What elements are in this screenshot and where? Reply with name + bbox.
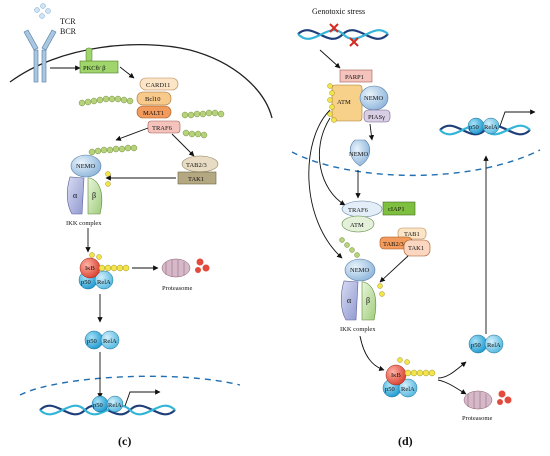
tab23-label-c: TAB2/3 [186, 162, 207, 169]
ikb-complex-d [382, 364, 418, 398]
alpha-label-d: α [347, 296, 352, 305]
p50-label-d: p50 [385, 386, 395, 393]
alpha-label-c: α [73, 191, 78, 200]
traf6-label: TRAF6 [152, 125, 173, 132]
ikb-label-d: IκB [391, 372, 401, 379]
nuclear-membrane-c [19, 375, 241, 396]
ligand-icons [34, 3, 51, 19]
proteasome-icon-c [161, 258, 210, 278]
bcl10-box [136, 91, 172, 106]
rela-label-d: RelA [401, 386, 415, 393]
nemo-label-d1: NEMO [364, 95, 383, 102]
ubiquitin-chain-c3 [182, 129, 208, 139]
atm-ellipse-d2 [341, 215, 375, 233]
p50-label-d3: p50 [469, 124, 479, 131]
ikk-complex-d [340, 258, 377, 321]
ikk-complex-label-d: IKK complex [340, 326, 376, 333]
ciap1-label: cIAP1 [388, 206, 405, 213]
pkc-label: PKCθ/ β [83, 65, 106, 72]
p50-label-d2: p50 [471, 342, 481, 349]
p50-rela-d [468, 334, 504, 354]
p50-label-c: p50 [81, 279, 91, 286]
parp1-label: PARP1 [345, 74, 364, 81]
nemo-label-d3: NEMO [350, 267, 369, 274]
rela-label-d3: RelA [484, 124, 498, 131]
ikk-complex-c [66, 154, 103, 215]
ubiquitin-chain-c5 [98, 264, 130, 272]
traf6-box [147, 120, 181, 134]
piasy-box [363, 109, 391, 123]
tab1-label: TAB1 [404, 231, 420, 238]
cell-membrane [9, 43, 273, 119]
pkc-box [79, 60, 119, 74]
rela-label-c2: RelA [103, 338, 117, 345]
proteasome-label-c: Proteasome [162, 285, 192, 292]
receptor-icon [23, 29, 57, 83]
genotoxic-stress-label: Genotoxic stress [312, 7, 365, 16]
traf6-label-d: TRAF6 [348, 207, 369, 214]
parp1-box [339, 69, 373, 83]
p50-label-c3: p50 [93, 402, 103, 409]
p50-label-c2: p50 [87, 338, 97, 345]
bcl10-label: Bcl10 [145, 96, 161, 103]
damaged-dna-icon [297, 23, 389, 47]
tak1-box-d [403, 239, 431, 257]
transcription-arrow-c [124, 389, 161, 407]
atm-label-d2: ATM [350, 222, 364, 229]
proteasome-label-d: Proteasome [462, 415, 492, 422]
atm-label-d: ATM [337, 99, 351, 106]
tab1-box [397, 227, 427, 240]
malt1-label: MALT1 [143, 110, 164, 117]
beta-label-d: β [366, 296, 370, 305]
malt1-box [136, 105, 172, 119]
rela-label-c3: RelA [108, 402, 122, 409]
ikb-complex-c [78, 257, 114, 290]
dna-helix-c [39, 404, 176, 416]
nemo-drop-d [350, 139, 370, 167]
p50-rela-on-dna-c [91, 395, 124, 413]
nuclear-membrane-d [291, 149, 541, 177]
ubiquitin-chain-c4 [88, 144, 138, 156]
rela-label-c: RelA [97, 279, 111, 286]
tcr-label: TCR [60, 17, 76, 26]
ubiquitin-chain-d1 [339, 237, 360, 258]
ubiquitin-chain-c1 [78, 95, 134, 107]
panel-d-label: (d) [398, 434, 413, 448]
nemo-label-d2: NEMO [349, 151, 368, 158]
p50-rela-c [84, 330, 120, 350]
tak1-label-d: TAK1 [408, 245, 424, 252]
transcription-arrow-d [499, 109, 536, 127]
beta-label-c: β [92, 191, 96, 200]
tak1-box-c [177, 171, 217, 185]
tak1-label-c: TAK1 [188, 176, 204, 183]
ikb-label-c: IκB [85, 265, 95, 272]
rela-label-d2: RelA [487, 342, 501, 349]
ikk-complex-label-c: IKK complex [66, 220, 102, 227]
ubiquitin-chain-c2 [181, 109, 225, 119]
par-chain [327, 83, 337, 123]
ubiquitin-chain-d2 [404, 369, 436, 377]
card11-box [139, 77, 179, 91]
ciap1-box [382, 201, 416, 216]
panel-c-label: (c) [118, 434, 131, 448]
tab23-label-d: TAB2/3 [383, 241, 404, 248]
bcr-label: BCR [60, 27, 77, 36]
proteasome-icon-d [463, 390, 512, 410]
nemo-label-c: NEMO [76, 163, 95, 170]
card11-label: CARD11 [146, 82, 170, 89]
p50-rela-on-dna-d [467, 117, 500, 135]
piasy-label: PIASγ [368, 114, 385, 121]
pkc-anchor [85, 47, 93, 63]
